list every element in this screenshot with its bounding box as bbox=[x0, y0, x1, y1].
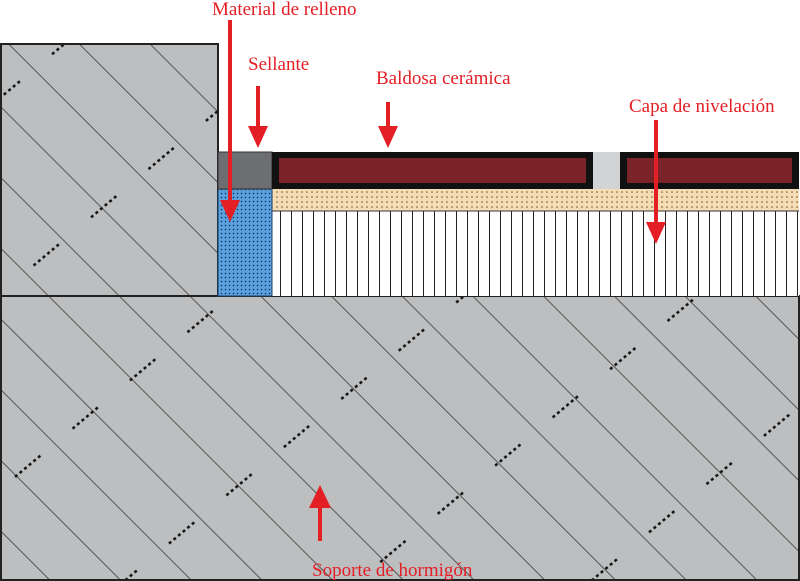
arrow-leveling bbox=[646, 120, 666, 244]
ceramic-tiles bbox=[272, 152, 799, 189]
arrow-filler bbox=[220, 20, 240, 222]
arrow-concrete bbox=[309, 485, 331, 541]
annotation-arrows bbox=[220, 20, 666, 541]
leveling-layer bbox=[272, 211, 799, 296]
label-filler-material: Material de relleno bbox=[212, 0, 357, 20]
mortar-bed bbox=[272, 189, 799, 212]
label-concrete-base: Soporte de hormigón bbox=[312, 560, 473, 581]
tile bbox=[627, 158, 792, 183]
arrow-tile bbox=[378, 102, 398, 148]
filler-material bbox=[217, 188, 273, 297]
sealant bbox=[217, 151, 273, 190]
concrete-wall bbox=[0, 43, 219, 297]
arrow-sealant bbox=[248, 86, 268, 148]
grout-joint bbox=[593, 152, 620, 189]
label-ceramic-tile: Baldosa cerámica bbox=[376, 68, 511, 89]
label-sealant: Sellante bbox=[248, 54, 309, 75]
concrete-slab bbox=[0, 295, 800, 581]
tile bbox=[279, 158, 586, 183]
label-leveling-layer: Capa de nivelación bbox=[629, 96, 775, 117]
